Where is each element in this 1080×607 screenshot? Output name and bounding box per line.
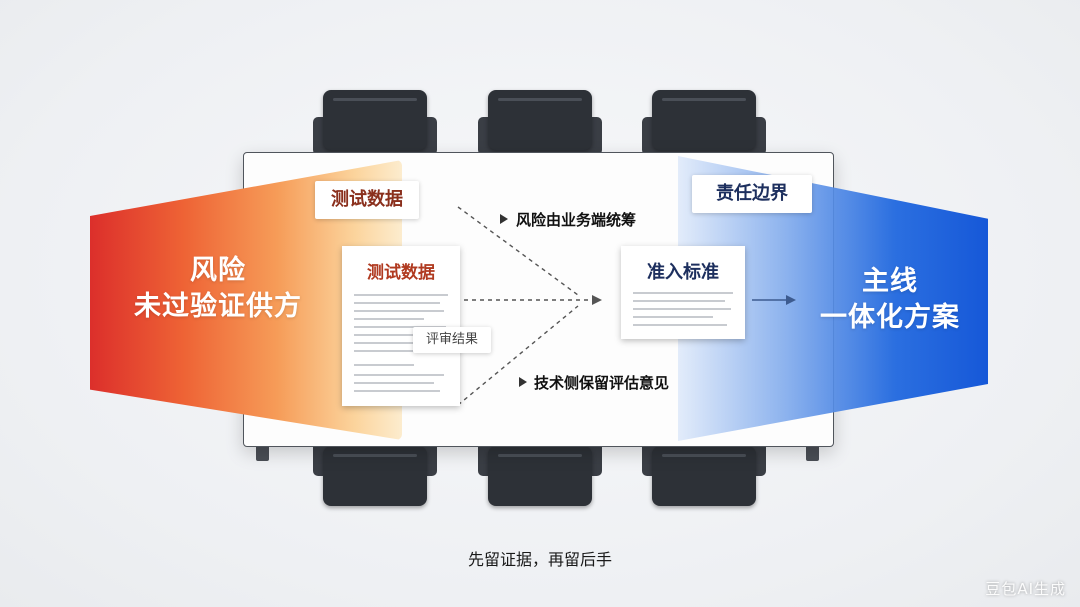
note-business-coordination: 风险由业务端统筹 (516, 211, 637, 229)
chair-bottom-right (652, 446, 756, 506)
doc-line (633, 324, 727, 326)
chair-bottom-center (488, 446, 592, 506)
doc-line (354, 326, 446, 328)
caption: 先留证据，再留后手 (467, 550, 612, 569)
doc-line (354, 350, 424, 352)
chair-top-right (652, 90, 756, 150)
doc-line (354, 334, 414, 336)
watermark: 豆包AI生成 (985, 580, 1066, 598)
table-leg (256, 445, 269, 461)
note-technical-opinion: 技术侧保留评估意见 (534, 374, 670, 392)
table-leg (806, 445, 819, 461)
main-solution-label-line1: 主线 (862, 266, 918, 297)
admission-standard-document: 准入标准 (621, 246, 745, 339)
doc-line (354, 382, 434, 384)
doc-line (354, 294, 448, 296)
doc-line (354, 374, 444, 376)
doc-line (633, 292, 733, 294)
risk-label-line1: 风险 (190, 255, 246, 286)
doc-line (633, 316, 713, 318)
test-data-tag: 测试数据 (315, 181, 419, 219)
doc-line (354, 364, 414, 366)
risk-label-line2: 未过验证供方 (134, 291, 302, 322)
admission-standard-document-title: 准入标准 (647, 262, 719, 283)
main-solution-label-line2: 一体化方案 (820, 302, 960, 333)
doc-line (354, 342, 442, 344)
test-data-document-title: 测试数据 (367, 263, 435, 283)
doc-line (633, 300, 725, 302)
doc-line (354, 318, 424, 320)
chair-top-left (323, 90, 427, 150)
doc-line (354, 310, 444, 312)
chair-bottom-left (323, 446, 427, 506)
doc-line (633, 308, 731, 310)
risk-label: 风险 未过验证供方 (108, 253, 328, 325)
responsibility-boundary-tag: 责任边界 (692, 175, 812, 213)
main-solution-label: 主线 一体化方案 (790, 264, 990, 336)
review-result-tag: 评审结果 (413, 327, 491, 353)
doc-line (354, 390, 440, 392)
doc-line (354, 302, 440, 304)
chair-top-center (488, 90, 592, 150)
test-data-document: 测试数据 (342, 246, 460, 406)
